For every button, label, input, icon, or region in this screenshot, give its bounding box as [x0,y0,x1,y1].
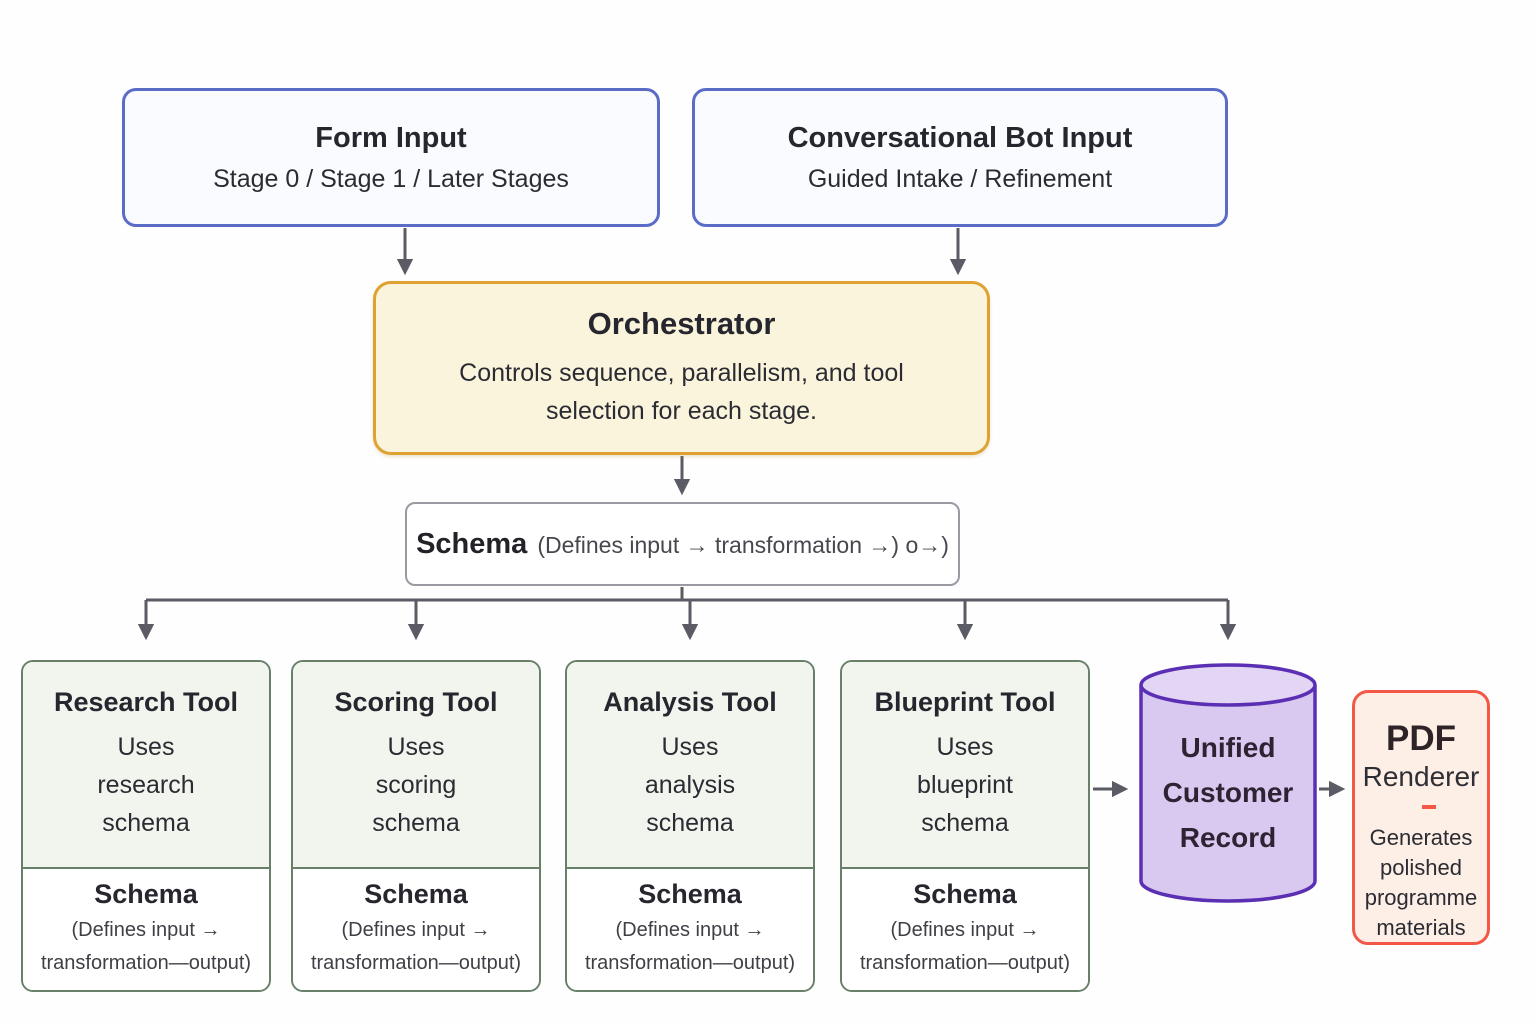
schema-bar-node: Schema (Defines input → transformation →… [405,502,960,586]
scoring-tool-top: Scoring Tool Uses scoring schema [293,662,539,869]
scoring-tool-title: Scoring Tool [334,687,498,717]
blueprint-tool-schema: Schema (Defines input → transformation—o… [842,869,1088,990]
research-tool-uses: Uses research schema [97,733,195,837]
scoring-tool-uses: Uses scoring schema [372,733,460,837]
pdf-renderer-title: PDF [1386,719,1456,758]
database-label: Unified Customer Record [1162,732,1294,853]
pdf-renderer-subtitle: Renderer [1362,761,1480,792]
conversational-bot-input-node: Conversational Bot Input Guided Intake /… [692,88,1228,227]
research-tool-title: Research Tool [53,687,239,717]
analysis-tool-uses: Uses analysis schema [644,733,736,837]
form-input-title: Form Input [315,121,467,154]
scoring-tool-schema: Schema (Defines input → transformation—o… [293,869,539,990]
analysis-tool-top: Analysis Tool Uses analysis schema [567,662,813,869]
analysis-tool-node: Analysis Tool Uses analysis schema Schem… [565,660,815,992]
orchestrator-node: Orchestrator Controls sequence, parallel… [373,281,990,455]
database-cylinder-icon [1139,663,1317,903]
analysis-tool-title: Analysis Tool [603,687,777,717]
research-tool-top: Research Tool Uses research schema [23,662,269,869]
schema-bar-title: Schema [416,528,528,560]
research-tool-schema: Schema (Defines input → transformation—o… [23,869,269,990]
bot-input-subtitle: Guided Intake / Refinement [807,164,1113,193]
unified-customer-record-database: Unified Customer Record [1138,663,1318,903]
scoring-tool-node: Scoring Tool Uses scoring schema Schema … [291,660,541,992]
research-tool-node: Research Tool Uses research schema Schem… [21,660,271,992]
pdf-renderer-description: Generates polished programme materials [1364,825,1478,940]
schema-bar-note: (Defines input → transformation →) o→) [537,532,949,558]
blueprint-tool-node: Blueprint Tool Uses blueprint schema Sch… [840,660,1090,992]
bot-input-title: Conversational Bot Input [787,121,1133,154]
orchestrator-description: Controls sequence, parallelism, and tool… [459,359,904,425]
blueprint-tool-top: Blueprint Tool Uses blueprint schema [842,662,1088,869]
orchestrator-title: Orchestrator [587,306,776,341]
blueprint-tool-uses: Uses blueprint schema [917,733,1013,837]
analysis-tool-schema: Schema (Defines input → transformation—o… [567,869,813,990]
blueprint-tool-title: Blueprint Tool [874,687,1056,717]
pdf-renderer-node: PDF Renderer Generates polished programm… [1352,690,1490,945]
form-input-subtitle: Stage 0 / Stage 1 / Later Stages [213,164,569,193]
form-input-node: Form Input Stage 0 / Stage 1 / Later Sta… [122,88,660,227]
